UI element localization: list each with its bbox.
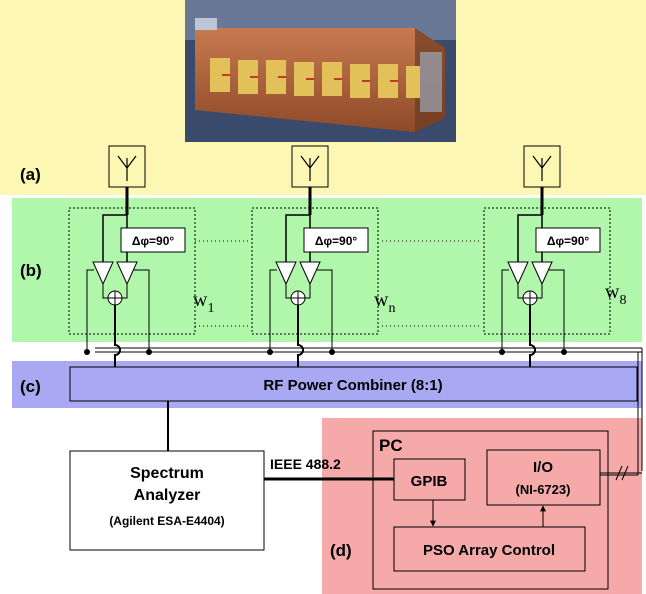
junction-dot: [84, 349, 90, 355]
phase-shifter-box: [535, 227, 601, 253]
phase-shifter-box: [120, 227, 186, 253]
label-c: (c): [20, 377, 41, 396]
band-d: [322, 418, 642, 594]
antenna-icon: [300, 155, 320, 181]
antenna-array-photo: [185, 0, 456, 142]
pso-box: [393, 526, 586, 572]
control-bus: [95, 347, 643, 481]
label-b: (b): [20, 261, 42, 280]
label-a: (a): [20, 165, 41, 184]
amplifier-icon: [275, 261, 297, 286]
analyzer-line2: Analyzer: [134, 487, 201, 504]
weight-label-n: wn: [374, 289, 395, 316]
amplifier-icon: [116, 261, 138, 286]
ellipsis-dots: [195, 240, 482, 327]
amplifier-icon: [507, 261, 529, 286]
gpib-box: [393, 458, 466, 501]
io-model-label: (NI-6723): [516, 482, 571, 497]
phase-shifter-box: [303, 227, 369, 253]
phase-shifter-label: Δφ=90°: [315, 234, 358, 248]
output-line: [114, 305, 121, 367]
spectrum-analyzer: [69, 450, 265, 551]
antenna-icon: [532, 155, 552, 181]
analyzer-line1: Spectrum: [130, 465, 204, 482]
label-d: (d): [330, 541, 352, 560]
rf-power-combiner: [69, 366, 638, 402]
band-c: [12, 361, 642, 408]
amplifier-icon: [299, 261, 321, 286]
weight-label-8: w8: [605, 281, 626, 308]
phase-module-outline: [483, 207, 611, 335]
weight-label-1: w1: [193, 289, 214, 316]
phase-module-outline: [251, 207, 379, 335]
io-box: [486, 449, 601, 506]
pc-title: PC: [379, 436, 403, 455]
channel-1: Δφ=90°: [68, 145, 196, 367]
gpib-label: GPIB: [411, 473, 448, 490]
io-label: I/O: [533, 459, 553, 476]
amplifier-icon: [92, 261, 114, 286]
phase-shifter-label: Δφ=90°: [547, 234, 590, 248]
amplifier-icon: [531, 261, 553, 286]
pc-box: [372, 430, 609, 590]
channel-2: Δφ=90°: [251, 145, 379, 367]
ieee-bus-label: IEEE 488.2: [270, 456, 341, 472]
phase-shifter-label: Δφ=90°: [132, 234, 175, 248]
output-line: [297, 305, 304, 367]
output-line: [529, 305, 536, 367]
channel-3: Δφ=90°: [483, 145, 611, 367]
phase-module-outline: [68, 207, 196, 335]
analyzer-line3: (Agilent ESA-E4404): [109, 514, 224, 528]
element-channels: Δφ=90° Δφ=90° Δφ=90°: [68, 145, 611, 367]
rf-power-combiner-label: RF Power Combiner (8:1): [263, 377, 442, 394]
pso-label: PSO Array Control: [423, 542, 555, 559]
antenna-icon: [117, 155, 137, 181]
